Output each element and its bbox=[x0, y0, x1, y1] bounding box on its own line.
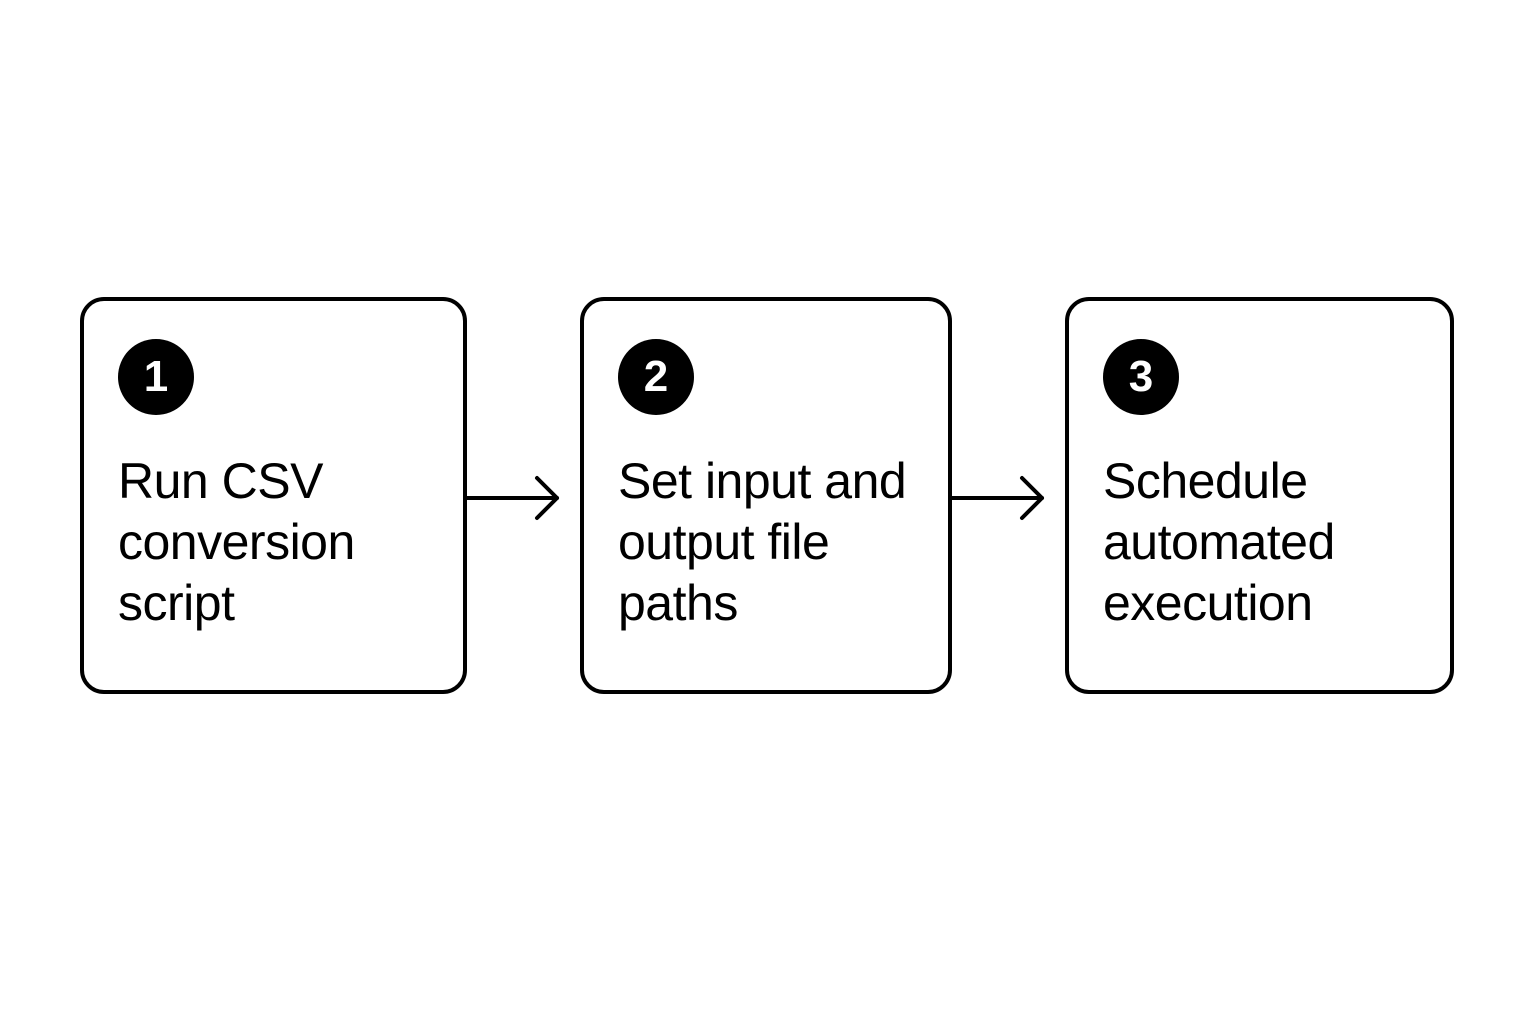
step-box-1: 1 Run CSV conversion script bbox=[80, 297, 467, 694]
step-number-badge: 2 bbox=[618, 339, 694, 415]
step-box-3: 3 Schedule automated execution bbox=[1065, 297, 1454, 694]
step-label: Run CSV conversion script bbox=[118, 453, 355, 631]
step-number-badge: 1 bbox=[118, 339, 194, 415]
step-label: Schedule automated execution bbox=[1103, 453, 1335, 631]
step-label: Set input and output file paths bbox=[618, 453, 907, 631]
right-arrow-icon bbox=[465, 476, 559, 520]
right-arrow-icon bbox=[950, 476, 1044, 520]
step-box-2: 2 Set input and output file paths bbox=[580, 297, 952, 694]
step-number-badge: 3 bbox=[1103, 339, 1179, 415]
